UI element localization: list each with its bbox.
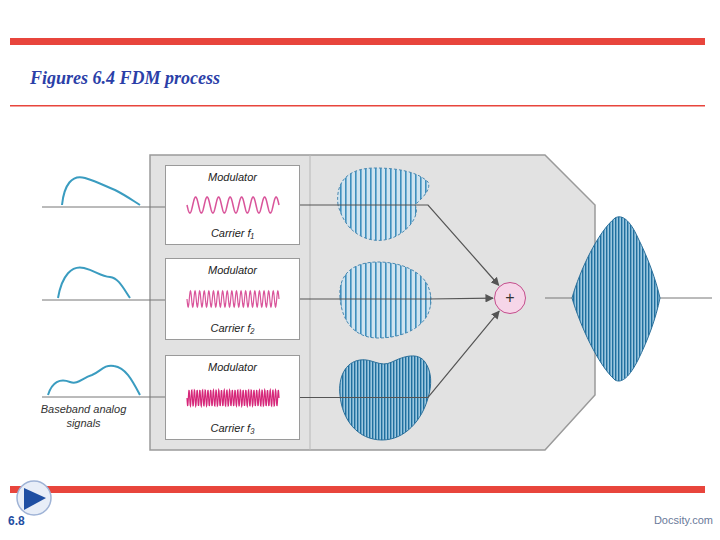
- carrier-label: Carrier f₂: [211, 322, 255, 334]
- carrier-label: Carrier f₃: [210, 422, 254, 434]
- page-number: 6.8: [8, 514, 38, 528]
- modulator-box: ModulatorCarrier f₃: [165, 355, 300, 440]
- signal-connector: [300, 311, 499, 397]
- modulator-box: ModulatorCarrier f₂: [165, 258, 300, 340]
- figure-title: Figures 6.4 FDM process: [30, 68, 220, 89]
- sine-stroke: [187, 390, 279, 406]
- carrier-wave: [183, 193, 283, 217]
- carrier-label: Carrier f₁: [211, 227, 254, 239]
- block-label: Modulator: [208, 264, 257, 276]
- bottom-rule: [10, 486, 705, 493]
- carrier-wave: [183, 287, 283, 311]
- adder-symbol: +: [505, 290, 514, 306]
- sub-rule: [10, 105, 705, 107]
- sine-stroke: [187, 197, 279, 213]
- watermark: Docsity.com: [628, 514, 713, 526]
- divider: [310, 155, 311, 450]
- block-label: Modulator: [208, 361, 257, 373]
- sine-stroke: [187, 291, 279, 307]
- top-rule: [10, 38, 705, 45]
- carrier-wave: [183, 386, 283, 410]
- block-label: Modulator: [208, 171, 257, 183]
- multiplexer-housing: [150, 155, 595, 450]
- modulator-box: ModulatorCarrier f₁: [165, 165, 300, 245]
- logo: [17, 481, 51, 515]
- adder-circle: +: [494, 282, 526, 314]
- signal-connector: [300, 205, 499, 285]
- signal-caption: Baseband analog signals: [36, 402, 131, 431]
- signal-connector: [300, 298, 493, 300]
- multiplexed-signal: [572, 217, 660, 381]
- modulated-signals: [338, 168, 431, 440]
- baseband-signals: [42, 177, 165, 397]
